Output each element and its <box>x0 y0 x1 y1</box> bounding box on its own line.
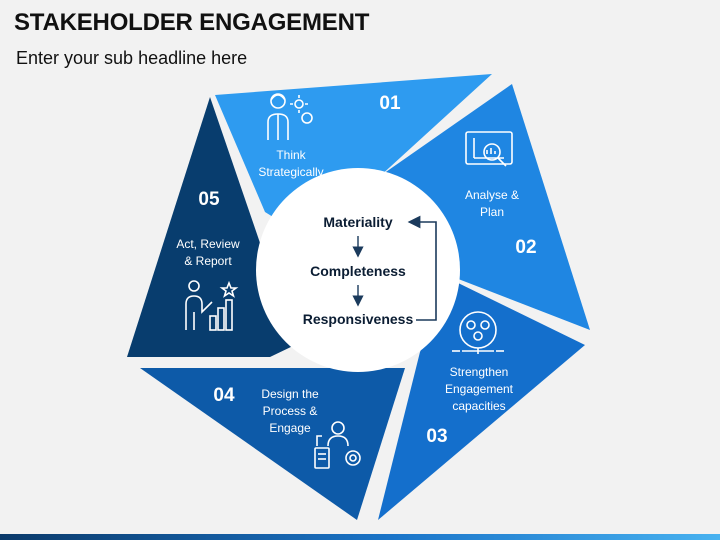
segment-02-label-line-1: Analyse & <box>465 188 519 202</box>
segment-01[interactable]: 01 Think Strategically <box>215 74 492 240</box>
segment-05-number: 05 <box>198 189 220 210</box>
center-feedback-loop-arrow <box>407 215 437 321</box>
analysis-magnifier-icon <box>465 131 513 167</box>
segment-02-shape <box>360 84 590 330</box>
page-subtitle: Enter your sub headline here <box>16 48 248 68</box>
segment-02-label-line-2: Plan <box>480 205 504 219</box>
segment-05-label-line-1: Act, Review <box>176 237 240 251</box>
segment-04-label-line-2: Process & <box>263 404 318 418</box>
segment-02[interactable]: 02 Analyse & Plan <box>360 84 590 330</box>
segment-04-label-line-1: Design the <box>261 387 319 401</box>
center-item-materiality: Materiality <box>323 214 392 230</box>
segment-05-label-line-2: & Report <box>184 254 232 268</box>
strategy-person-gears-icon <box>267 93 313 140</box>
segment-03-label-line-2: Engagement <box>445 382 514 396</box>
segment-01-label-line-1: Think <box>276 148 306 162</box>
center-circle: Materiality Completeness Responsiveness <box>256 168 460 372</box>
segment-01-number: 01 <box>379 93 401 114</box>
center-item-responsiveness: Responsiveness <box>303 311 414 327</box>
segment-04-number: 04 <box>213 385 235 406</box>
segment-02-number: 02 <box>515 237 536 258</box>
segment-01-label-line-2: Strategically <box>258 165 323 179</box>
segment-03-number: 03 <box>426 426 447 447</box>
segment-03-label-line-3: capacities <box>452 399 505 413</box>
segment-04-label-line-3: Engage <box>269 421 311 435</box>
team-network-icon <box>452 311 504 354</box>
page-title: STAKEHOLDER ENGAGEMENT <box>14 9 370 36</box>
segment-04[interactable]: 04 Design the Process & Engage <box>140 368 405 520</box>
achievement-chart-icon <box>185 280 239 331</box>
segment-05[interactable]: 05 Act, Review & Report <box>127 97 295 357</box>
segment-04-shape <box>140 368 405 520</box>
bottom-accent-bar <box>0 534 720 540</box>
segment-05-shape <box>127 97 295 357</box>
process-design-icon <box>314 421 361 469</box>
center-item-completeness: Completeness <box>310 263 406 279</box>
segment-03-label-line-1: Strengthen <box>450 365 509 379</box>
